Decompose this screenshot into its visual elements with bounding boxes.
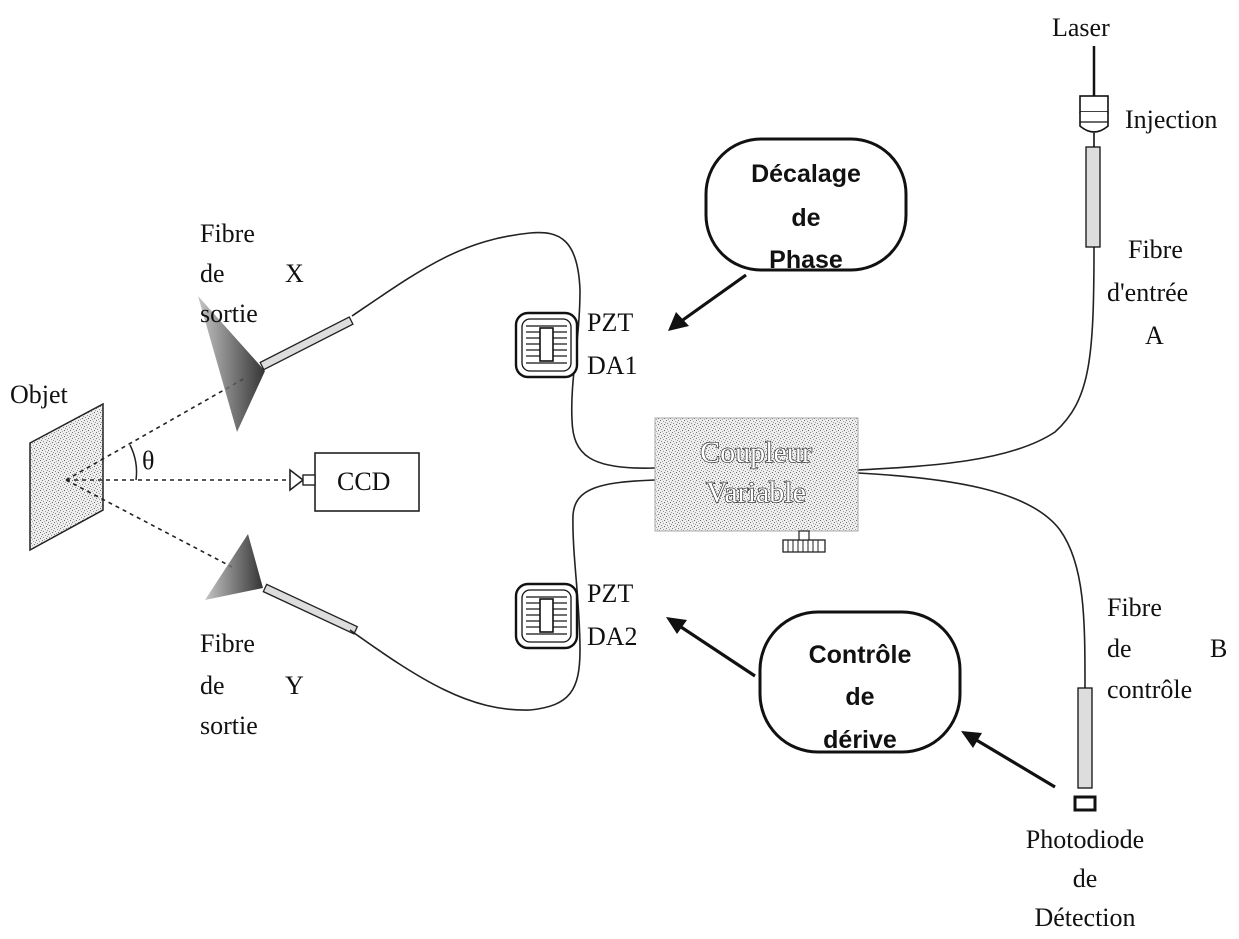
- drift-control-box: [758, 610, 962, 754]
- ccd-camera: [289, 452, 420, 512]
- photodiode-line1: Photodiode: [1026, 825, 1144, 854]
- fiber-input-line3: A: [1145, 321, 1164, 350]
- photodiode-arrow: [961, 731, 1056, 789]
- pzt1-label-line1: PZT: [587, 308, 633, 337]
- fiber-x-line2a: de: [200, 259, 225, 288]
- fiber-paths: [349, 231, 1095, 711]
- pzt2-label-line1: PZT: [587, 579, 633, 608]
- phase-shift-line3: Phase: [769, 246, 843, 274]
- photodiode: [1073, 795, 1097, 812]
- fiber-y-line3: sortie: [200, 711, 258, 740]
- output-fiber-x: [198, 296, 354, 432]
- fiber-b-line2a: de: [1107, 634, 1132, 663]
- drift-control-arrow: [666, 617, 756, 678]
- phase-shift-box: [704, 137, 908, 272]
- fiber-x-line2b: X: [285, 259, 304, 288]
- object-label: Objet: [10, 380, 69, 409]
- object-plate: [29, 402, 104, 552]
- fiber-b-line3: contrôle: [1107, 675, 1192, 704]
- coupler-line1: Coupleur: [700, 436, 812, 469]
- theta-label: θ: [142, 446, 154, 475]
- phase-shift-arrow: [668, 273, 747, 331]
- pzt1-label-line2: DA1: [587, 351, 638, 380]
- variable-coupler: [654, 417, 859, 553]
- fiber-b-line2b: B: [1210, 634, 1227, 663]
- pzt-da1-actuator: [514, 311, 579, 379]
- fiber-b-line1: Fibre: [1107, 593, 1162, 622]
- fiber-input-line2: d'entrée: [1107, 278, 1188, 307]
- theta-angle-arc: [129, 444, 138, 481]
- fiber-y-line1: Fibre: [200, 629, 255, 658]
- fiber-x-line3: sortie: [200, 299, 258, 328]
- pzt2-label-line2: DA2: [587, 622, 638, 651]
- injection-label: Injection: [1125, 105, 1217, 134]
- laser-injection-optics: [1079, 46, 1109, 248]
- control-fiber-b: [1077, 687, 1093, 789]
- illumination-beams: [65, 377, 290, 568]
- fiber-x-line1: Fibre: [200, 219, 255, 248]
- photodiode-line2: de: [1073, 864, 1098, 893]
- drift-control-line3: dérive: [823, 726, 897, 754]
- coupler-line2: Variable: [706, 476, 806, 509]
- output-fiber-y: [205, 534, 359, 635]
- fiber-input-line1: Fibre: [1128, 235, 1183, 264]
- photodiode-line3: Détection: [1034, 903, 1135, 932]
- pzt-da2-actuator: [514, 582, 579, 650]
- fiber-y-line2b: Y: [285, 671, 304, 700]
- phase-shift-line2: de: [791, 204, 820, 232]
- drift-control-line2: de: [845, 683, 874, 711]
- laser-label: Laser: [1052, 13, 1110, 42]
- drift-control-line1: Contrôle: [809, 641, 912, 669]
- fiber-y-line2a: de: [200, 671, 225, 700]
- ccd-label: CCD: [337, 467, 390, 496]
- phase-shift-line1: Décalage: [751, 160, 861, 188]
